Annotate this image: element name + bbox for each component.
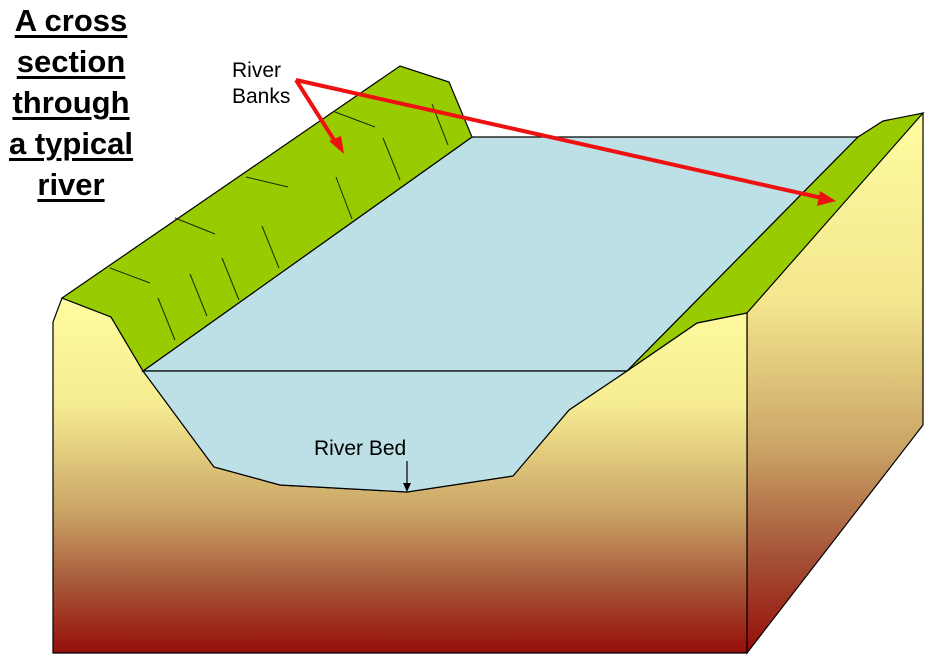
- title-line: A cross: [14, 3, 128, 38]
- river-banks-arrows: [294, 78, 836, 206]
- title-line: through: [12, 85, 130, 120]
- arrowhead-river-bed: [403, 483, 411, 492]
- river-banks-label-line: River: [232, 59, 282, 82]
- river-banks-label: River Banks: [232, 58, 290, 110]
- arrowhead-left-bank: [329, 136, 344, 154]
- arrowhead-right-bank: [817, 191, 836, 206]
- diagram-title: A cross section through a typical river: [0, 0, 142, 205]
- title-line: river: [37, 167, 105, 202]
- river-bed-label: River Bed: [314, 437, 407, 460]
- title-line: section: [16, 44, 126, 79]
- title-line: a typical: [8, 126, 134, 161]
- river-banks-label-line: Banks: [232, 85, 291, 108]
- left-river-bank: [60, 65, 473, 372]
- water-cross-section: [141, 370, 629, 493]
- right-river-bank: [626, 112, 925, 372]
- river-bed-pointer: [403, 461, 411, 492]
